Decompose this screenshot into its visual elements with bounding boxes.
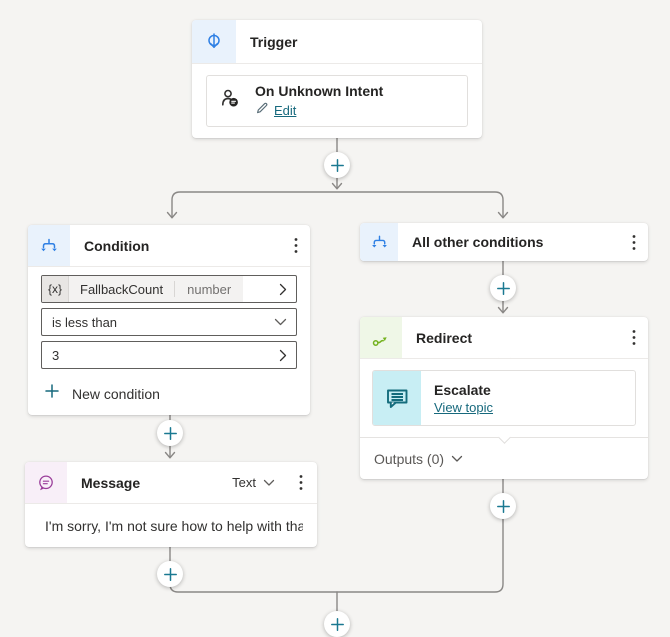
- message-text: I'm sorry, I'm not sure how to help with…: [45, 517, 303, 534]
- plus-icon: [45, 384, 59, 403]
- condition-variable-field[interactable]: {x} FallbackCount number: [41, 275, 297, 303]
- outputs-expander[interactable]: Outputs (0): [360, 431, 648, 479]
- redirect-node-header: Redirect: [360, 317, 648, 359]
- all-other-conditions-node[interactable]: All other conditions: [360, 223, 648, 261]
- chevron-down-icon: [274, 318, 296, 326]
- redirect-node[interactable]: Redirect Escalate View to: [360, 317, 648, 479]
- add-node-button[interactable]: [490, 275, 516, 301]
- branch-split-icon: [360, 223, 398, 261]
- trigger-node-header: Trigger: [192, 20, 482, 64]
- message-format-dropdown[interactable]: Text: [232, 474, 275, 492]
- intent-card[interactable]: On Unknown Intent Edit: [206, 75, 468, 127]
- condition-operator-dropdown[interactable]: is less than: [41, 308, 297, 336]
- operator-value: is less than: [52, 314, 118, 330]
- add-node-button[interactable]: [324, 152, 350, 178]
- speech-bubble-icon: [25, 462, 67, 503]
- redirect-title: Redirect: [416, 329, 473, 346]
- person-chat-icon: [219, 87, 243, 116]
- add-node-button[interactable]: [490, 493, 516, 519]
- chevron-right-icon: [279, 283, 296, 296]
- outputs-label: Outputs (0): [374, 450, 445, 467]
- message-format-value: Text: [232, 475, 256, 490]
- message-node[interactable]: Message Text I'm sorry, I'm not sure how…: [25, 462, 317, 547]
- chevron-right-icon: [279, 349, 296, 362]
- trigger-node[interactable]: Trigger On Unknown Intent: [192, 20, 482, 138]
- divider: [174, 281, 176, 297]
- new-condition-label: New condition: [72, 385, 160, 402]
- variable-chip: {x} FallbackCount number: [42, 276, 244, 302]
- variable-name: FallbackCount: [80, 281, 164, 297]
- add-node-button[interactable]: [157, 420, 183, 446]
- condition-node[interactable]: Condition {x} FallbackCount number: [28, 225, 310, 415]
- escalate-topic-card[interactable]: Escalate View topic: [372, 370, 636, 426]
- add-node-button[interactable]: [157, 561, 183, 587]
- condition-title: Condition: [84, 237, 150, 254]
- intent-name: On Unknown Intent: [255, 82, 384, 99]
- trigger-icon: [192, 20, 236, 63]
- notch: [497, 352, 511, 358]
- message-title: Message: [81, 474, 141, 491]
- message-body[interactable]: I'm sorry, I'm not sure how to help with…: [25, 504, 317, 547]
- condition-node-header: Condition: [28, 225, 310, 267]
- trigger-title: Trigger: [250, 33, 298, 50]
- escalate-topic-name: Escalate: [434, 381, 491, 398]
- kebab-menu-icon[interactable]: [282, 237, 310, 254]
- kebab-menu-icon[interactable]: [620, 234, 648, 251]
- kebab-menu-icon[interactable]: [620, 329, 648, 346]
- edit-link[interactable]: Edit: [274, 102, 297, 118]
- branch-split-icon: [28, 225, 70, 266]
- all-other-conditions-title: All other conditions: [412, 234, 544, 250]
- chat-lines-icon: [373, 371, 421, 425]
- message-node-header: Message Text: [25, 462, 317, 504]
- new-condition-button[interactable]: New condition: [45, 384, 297, 403]
- chevron-down-icon: [451, 450, 463, 468]
- kebab-menu-icon[interactable]: [287, 474, 315, 491]
- pencil-icon: [255, 101, 269, 120]
- variable-type: number: [187, 281, 232, 297]
- chevron-down-icon: [263, 474, 275, 492]
- add-node-button[interactable]: [324, 611, 350, 637]
- redirect-arrow-icon: [360, 317, 402, 358]
- view-topic-link[interactable]: View topic: [434, 399, 494, 415]
- variable-symbol: {x}: [42, 276, 69, 302]
- condition-value-field[interactable]: 3: [41, 341, 297, 369]
- condition-value: 3: [52, 347, 60, 363]
